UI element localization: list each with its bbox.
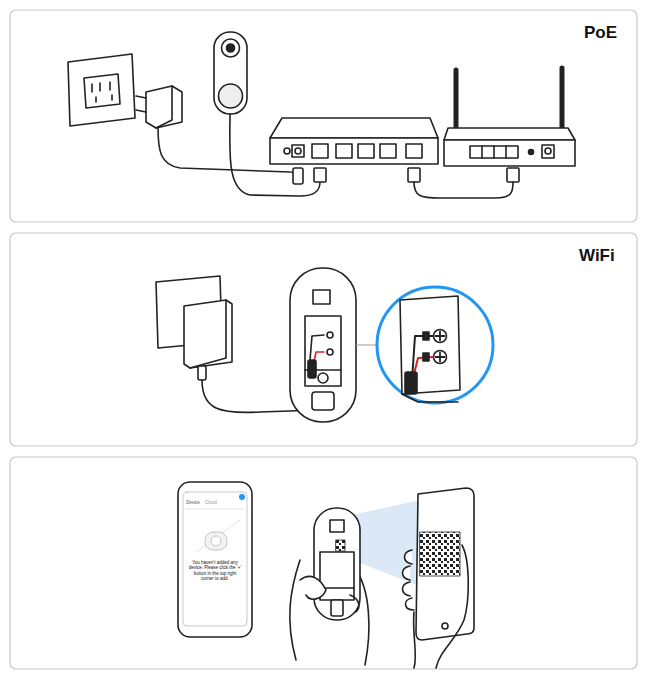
- router: [444, 140, 575, 166]
- doorbell: [214, 32, 247, 114]
- screen-text: Cloud: [205, 500, 217, 505]
- screen-text: Device: [186, 500, 200, 505]
- power-adapter: [146, 86, 182, 128]
- panel: [10, 457, 637, 669]
- poe-switch: [270, 118, 438, 138]
- doorbell-back: [290, 268, 356, 422]
- zoom-callout: [377, 287, 493, 403]
- doorbell-back: [314, 508, 360, 620]
- dc-plug: [293, 168, 303, 184]
- panel-title: PoE: [584, 23, 617, 43]
- smartphone: [178, 482, 252, 637]
- panel: [10, 10, 637, 222]
- panel-title: WiFi: [579, 246, 615, 266]
- poe-switch: [270, 138, 438, 164]
- wall-plate: [68, 54, 135, 126]
- panel: [10, 233, 637, 446]
- screen-text: You haven't added any device. Please cli…: [187, 560, 243, 582]
- power-adapter: [184, 300, 232, 368]
- router: [444, 128, 575, 140]
- qr-code: [420, 532, 460, 576]
- rj45-plug: [314, 168, 326, 182]
